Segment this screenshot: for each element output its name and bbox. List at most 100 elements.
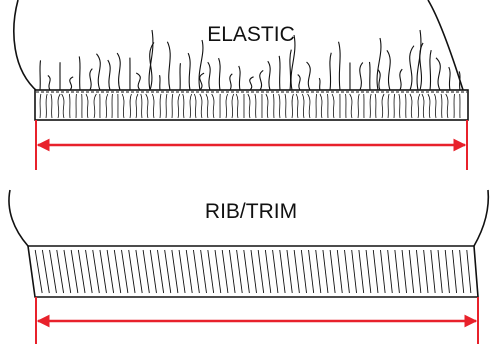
band-squiggle <box>398 93 401 119</box>
rib-line <box>423 249 429 294</box>
band-squiggle <box>199 93 203 119</box>
band-squiggle <box>254 93 257 119</box>
gather-wrinkle <box>386 49 391 91</box>
gather-wrinkle <box>399 68 403 91</box>
rib-line <box>272 249 279 294</box>
rib-line <box>401 249 407 294</box>
rib-line <box>207 249 215 294</box>
gather-wrinkle <box>458 71 461 91</box>
rib-line <box>286 249 293 294</box>
band-squiggle <box>189 93 192 119</box>
rib-line <box>430 249 436 294</box>
gather-wrinkle <box>306 61 311 91</box>
rib-line <box>142 249 150 294</box>
band-squiggle <box>50 93 53 119</box>
gather-wrinkle <box>368 61 371 91</box>
band-squiggle <box>85 93 89 119</box>
rib-line <box>63 249 72 294</box>
rib-line <box>444 249 450 294</box>
band-squiggle <box>284 93 287 119</box>
rib-line <box>236 249 243 294</box>
gather-wrinkle <box>267 60 271 91</box>
band-squiggle <box>235 93 239 119</box>
gather-wrinkle <box>116 52 121 91</box>
gather-wrinkle <box>318 77 321 91</box>
band-squiggle <box>247 93 251 119</box>
rib-line <box>358 249 365 294</box>
gather-wrinkle <box>135 72 141 91</box>
gather-wrinkle <box>199 72 205 91</box>
rib-line <box>113 249 122 294</box>
rib-line <box>121 249 129 294</box>
band-squiggle <box>39 93 42 119</box>
rib-line <box>466 249 472 294</box>
band-squiggle <box>182 93 185 119</box>
gather-fold <box>148 29 154 91</box>
rib-line <box>200 249 207 294</box>
gather-wrinkle <box>289 49 292 91</box>
elastic-gather-wrinkles <box>39 29 461 91</box>
band-squiggle <box>165 93 168 119</box>
band-squiggle <box>307 93 311 119</box>
rib-line <box>77 249 86 294</box>
rib-line <box>41 249 50 294</box>
band-squiggle <box>205 93 209 119</box>
band-squiggle <box>129 93 132 119</box>
rib-line <box>228 249 236 294</box>
gather-wrinkle <box>69 76 74 91</box>
band-squiggle <box>393 93 396 119</box>
rib-trim-ribbing <box>34 249 472 294</box>
rib-line <box>308 249 315 294</box>
gather-wrinkle <box>229 73 233 91</box>
band-squiggle <box>315 93 317 119</box>
band-squiggle <box>291 93 294 119</box>
band-squiggle <box>374 93 377 119</box>
band-squiggle <box>68 93 71 119</box>
elastic-label: ELASTIC <box>207 23 295 46</box>
rib-line <box>344 249 350 294</box>
band-squiggle <box>445 93 449 119</box>
band-squiggle <box>93 93 97 119</box>
gather-wrinkle <box>78 56 81 91</box>
band-squiggle <box>145 93 149 119</box>
gather-wrinkle <box>259 69 264 91</box>
band-squiggle <box>434 93 437 119</box>
rib-line <box>351 249 357 294</box>
rib-line <box>185 249 193 294</box>
rib-line <box>171 249 179 294</box>
gather-wrinkle <box>158 75 161 91</box>
rib-line <box>315 249 322 294</box>
gather-wrinkle <box>337 41 341 91</box>
rib-line <box>387 249 393 294</box>
band-squiggle <box>357 93 360 119</box>
band-squiggle <box>159 93 162 119</box>
rib-line <box>157 249 165 294</box>
rib-line <box>437 249 443 294</box>
rib-line <box>56 249 65 294</box>
gather-wrinkle <box>377 69 381 91</box>
rib-line <box>128 249 136 294</box>
gather-fold <box>198 39 204 91</box>
elastic-garment-left-side <box>13 0 39 93</box>
gather-wrinkle <box>238 65 241 91</box>
band-squiggle <box>140 93 143 119</box>
rib-line <box>416 249 422 294</box>
band-squiggle <box>369 93 372 119</box>
band-squiggle <box>417 93 421 119</box>
gather-wrinkle <box>435 57 441 91</box>
rib-line <box>336 249 343 294</box>
gather-wrinkle <box>429 49 432 91</box>
rib-line <box>106 249 115 294</box>
rib-garment-right-side <box>473 189 490 247</box>
gather-wrinkle <box>297 74 301 91</box>
gather-wrinkle <box>47 74 51 91</box>
band-squiggle <box>57 93 61 119</box>
band-squiggle <box>45 93 48 119</box>
band-squiggle <box>278 93 281 119</box>
gather-wrinkle <box>448 66 451 91</box>
band-squiggle <box>440 93 443 119</box>
rib-trim-label: RIB/TRIM <box>205 200 297 223</box>
rib-line <box>408 249 415 294</box>
rib-line <box>372 249 379 294</box>
